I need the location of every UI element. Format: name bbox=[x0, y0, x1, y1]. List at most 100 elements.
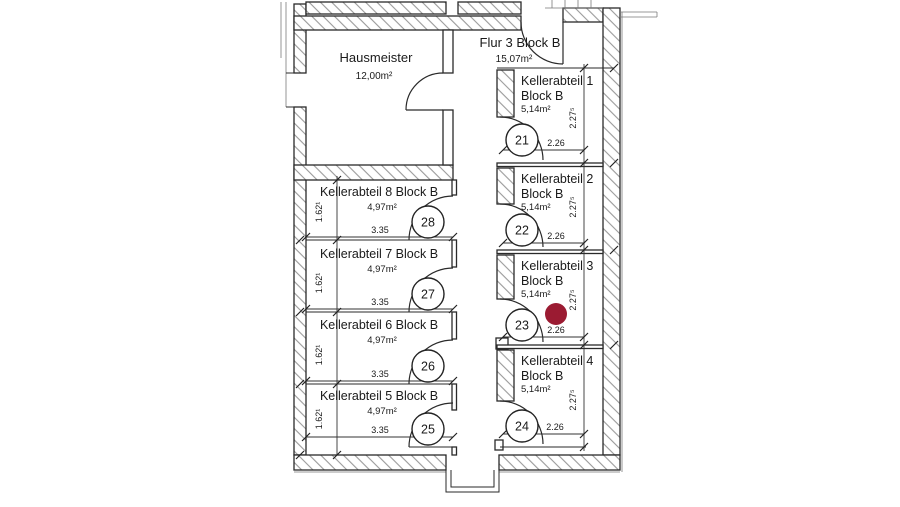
hausmeister-area: 12,00m² bbox=[356, 71, 393, 82]
unit-kellerabteil-7[interactable]: Kellerabteil 7 Block B 4,97m² 1.62¹ 3.35… bbox=[314, 247, 445, 311]
wall-left-lower bbox=[293, 106, 307, 456]
window-left bbox=[286, 72, 306, 108]
unit-kellerabteil-4[interactable]: Kellerabteil 4 Block B 5,14m² 2.27⁵ 2.26… bbox=[505, 354, 593, 443]
boundary-right-2-3 bbox=[496, 249, 604, 255]
unit3-number: 23 bbox=[515, 319, 529, 333]
dim-ticks bbox=[295, 63, 619, 460]
wall-notch-unit4-bottom bbox=[494, 439, 504, 451]
unit6-area: 4,97m² bbox=[367, 335, 397, 346]
unit6-number: 26 bbox=[421, 360, 435, 374]
strip-top-a bbox=[305, 1, 447, 15]
unit3-width: 2.26 bbox=[547, 325, 565, 335]
unit7-depth: 1.62¹ bbox=[314, 273, 324, 294]
unit4-area: 5,14m² bbox=[521, 384, 551, 395]
unit2-area: 5,14m² bbox=[521, 202, 551, 213]
unit8-area: 4,97m² bbox=[367, 202, 397, 213]
hausmeister-name: Hausmeister bbox=[340, 50, 414, 65]
unit4-block: Block B bbox=[521, 369, 563, 383]
unit1-width: 2.26 bbox=[547, 138, 565, 148]
strip-top-b bbox=[457, 1, 522, 15]
unit2-depth: 2.27⁵ bbox=[568, 196, 578, 218]
unit1-name: Kellerabteil 1 bbox=[521, 74, 593, 88]
wall-corridor-left-4 bbox=[451, 383, 458, 411]
unit8-width: 3.35 bbox=[371, 225, 389, 235]
unit1-block: Block B bbox=[521, 89, 563, 103]
unit-kellerabteil-1[interactable]: Kellerabteil 1 Block B 5,14m² 2.27⁵ 2.26… bbox=[505, 74, 593, 157]
wall-bottom-right bbox=[498, 454, 621, 471]
pillar-unit1 bbox=[496, 69, 515, 118]
wall-top-right bbox=[562, 7, 604, 23]
unit-kellerabteil-3[interactable]: Kellerabteil 3 Block B 5,14m² 2.27⁵ 2.26… bbox=[505, 259, 593, 342]
wall-top-left bbox=[293, 15, 522, 31]
door-flur bbox=[520, 21, 564, 65]
unit7-width: 3.35 bbox=[371, 297, 389, 307]
unit8-number: 28 bbox=[421, 216, 435, 230]
unit1-area: 5,14m² bbox=[521, 104, 551, 115]
unit4-width: 2.26 bbox=[546, 422, 564, 432]
unit-kellerabteil-8[interactable]: Kellerabteil 8 Block B 4,97m² 1.62¹ 3.35… bbox=[314, 185, 445, 239]
wall-corridor-left-2 bbox=[451, 239, 458, 268]
right-unit-lines bbox=[497, 67, 614, 448]
unit4-number: 24 bbox=[515, 420, 529, 434]
unit8-depth: 1.62¹ bbox=[314, 202, 324, 223]
unit7-area: 4,97m² bbox=[367, 264, 397, 275]
unit6-depth: 1.62¹ bbox=[314, 345, 324, 366]
dim-lines-226 bbox=[503, 149, 584, 435]
unit4-name: Kellerabteil 4 bbox=[521, 354, 593, 368]
wall-bottom-left bbox=[293, 454, 447, 471]
unit6-width: 3.35 bbox=[371, 369, 389, 379]
dimension-lines bbox=[295, 63, 619, 460]
flur-name: Flur 3 Block B bbox=[480, 35, 561, 50]
unit-kellerabteil-2[interactable]: Kellerabteil 2 Block B 5,14m² 2.27⁵ 2.26… bbox=[505, 172, 593, 247]
unit-kellerabteil-6[interactable]: Kellerabteil 6 Block B 4,97m² 1.62¹ 3.35… bbox=[314, 318, 445, 383]
selection-marker[interactable] bbox=[545, 303, 567, 325]
unit3-block: Block B bbox=[521, 274, 563, 288]
unit1-number: 21 bbox=[515, 134, 529, 148]
wall-left-upper bbox=[293, 3, 307, 74]
pillar-unit4 bbox=[496, 349, 515, 402]
unit3-depth: 2.27⁵ bbox=[568, 289, 578, 311]
unit6-name: Kellerabteil 6 Block B bbox=[320, 318, 438, 332]
exit-protrusion bbox=[445, 455, 500, 493]
boundary-right-3-4 bbox=[496, 344, 604, 350]
wall-corridor-left-3 bbox=[451, 311, 458, 340]
unit6-door-badge bbox=[411, 349, 445, 383]
dim-lines-335 bbox=[306, 236, 453, 438]
pillar-unit3 bbox=[496, 254, 515, 300]
unit8-name: Kellerabteil 8 Block B bbox=[320, 185, 438, 199]
outline-details bbox=[280, 0, 658, 493]
room-flur[interactable]: Flur 3 Block B 15,07m² bbox=[480, 35, 561, 65]
unit5-door-badge bbox=[411, 412, 445, 446]
pillar-unit2 bbox=[496, 167, 515, 205]
unit4-door-badge bbox=[505, 409, 539, 443]
unit2-name: Kellerabteil 2 bbox=[521, 172, 593, 186]
unit1-depth: 2.27⁵ bbox=[568, 107, 578, 129]
wall-hausmeister-right-lower bbox=[442, 109, 454, 166]
unit8-door-badge bbox=[411, 205, 445, 239]
unit7-name: Kellerabteil 7 Block B bbox=[320, 247, 438, 261]
unit2-block: Block B bbox=[521, 187, 563, 201]
flur-area: 15,07m² bbox=[496, 54, 533, 65]
unit4-depth: 2.27⁵ bbox=[568, 389, 578, 411]
unit2-width: 2.26 bbox=[547, 231, 565, 241]
wall-hausmeister-right-upper bbox=[442, 29, 454, 74]
unit2-number: 22 bbox=[515, 224, 529, 238]
boundary-right-1-2 bbox=[496, 162, 604, 168]
outer-lines bbox=[280, 0, 658, 473]
unit3-name: Kellerabteil 3 bbox=[521, 259, 593, 273]
wall-corridor-left-5 bbox=[451, 446, 458, 456]
door-hausmeister bbox=[405, 72, 444, 111]
unit7-number: 27 bbox=[421, 288, 435, 302]
unit5-depth: 1.62¹ bbox=[314, 409, 324, 430]
unit1-door-badge bbox=[505, 123, 539, 157]
unit7-door-badge bbox=[411, 277, 445, 311]
unit5-number: 25 bbox=[421, 423, 435, 437]
unit3-area: 5,14m² bbox=[521, 289, 551, 300]
unit5-name: Kellerabteil 5 Block B bbox=[320, 389, 438, 403]
unit3-door-badge bbox=[505, 308, 539, 342]
room-hausmeister[interactable]: Hausmeister 12,00m² bbox=[340, 50, 414, 82]
unit-kellerabteil-5[interactable]: Kellerabteil 5 Block B 4,97m² 1.62¹ 3.35… bbox=[314, 389, 445, 446]
left-unit-boundaries bbox=[306, 239, 456, 448]
